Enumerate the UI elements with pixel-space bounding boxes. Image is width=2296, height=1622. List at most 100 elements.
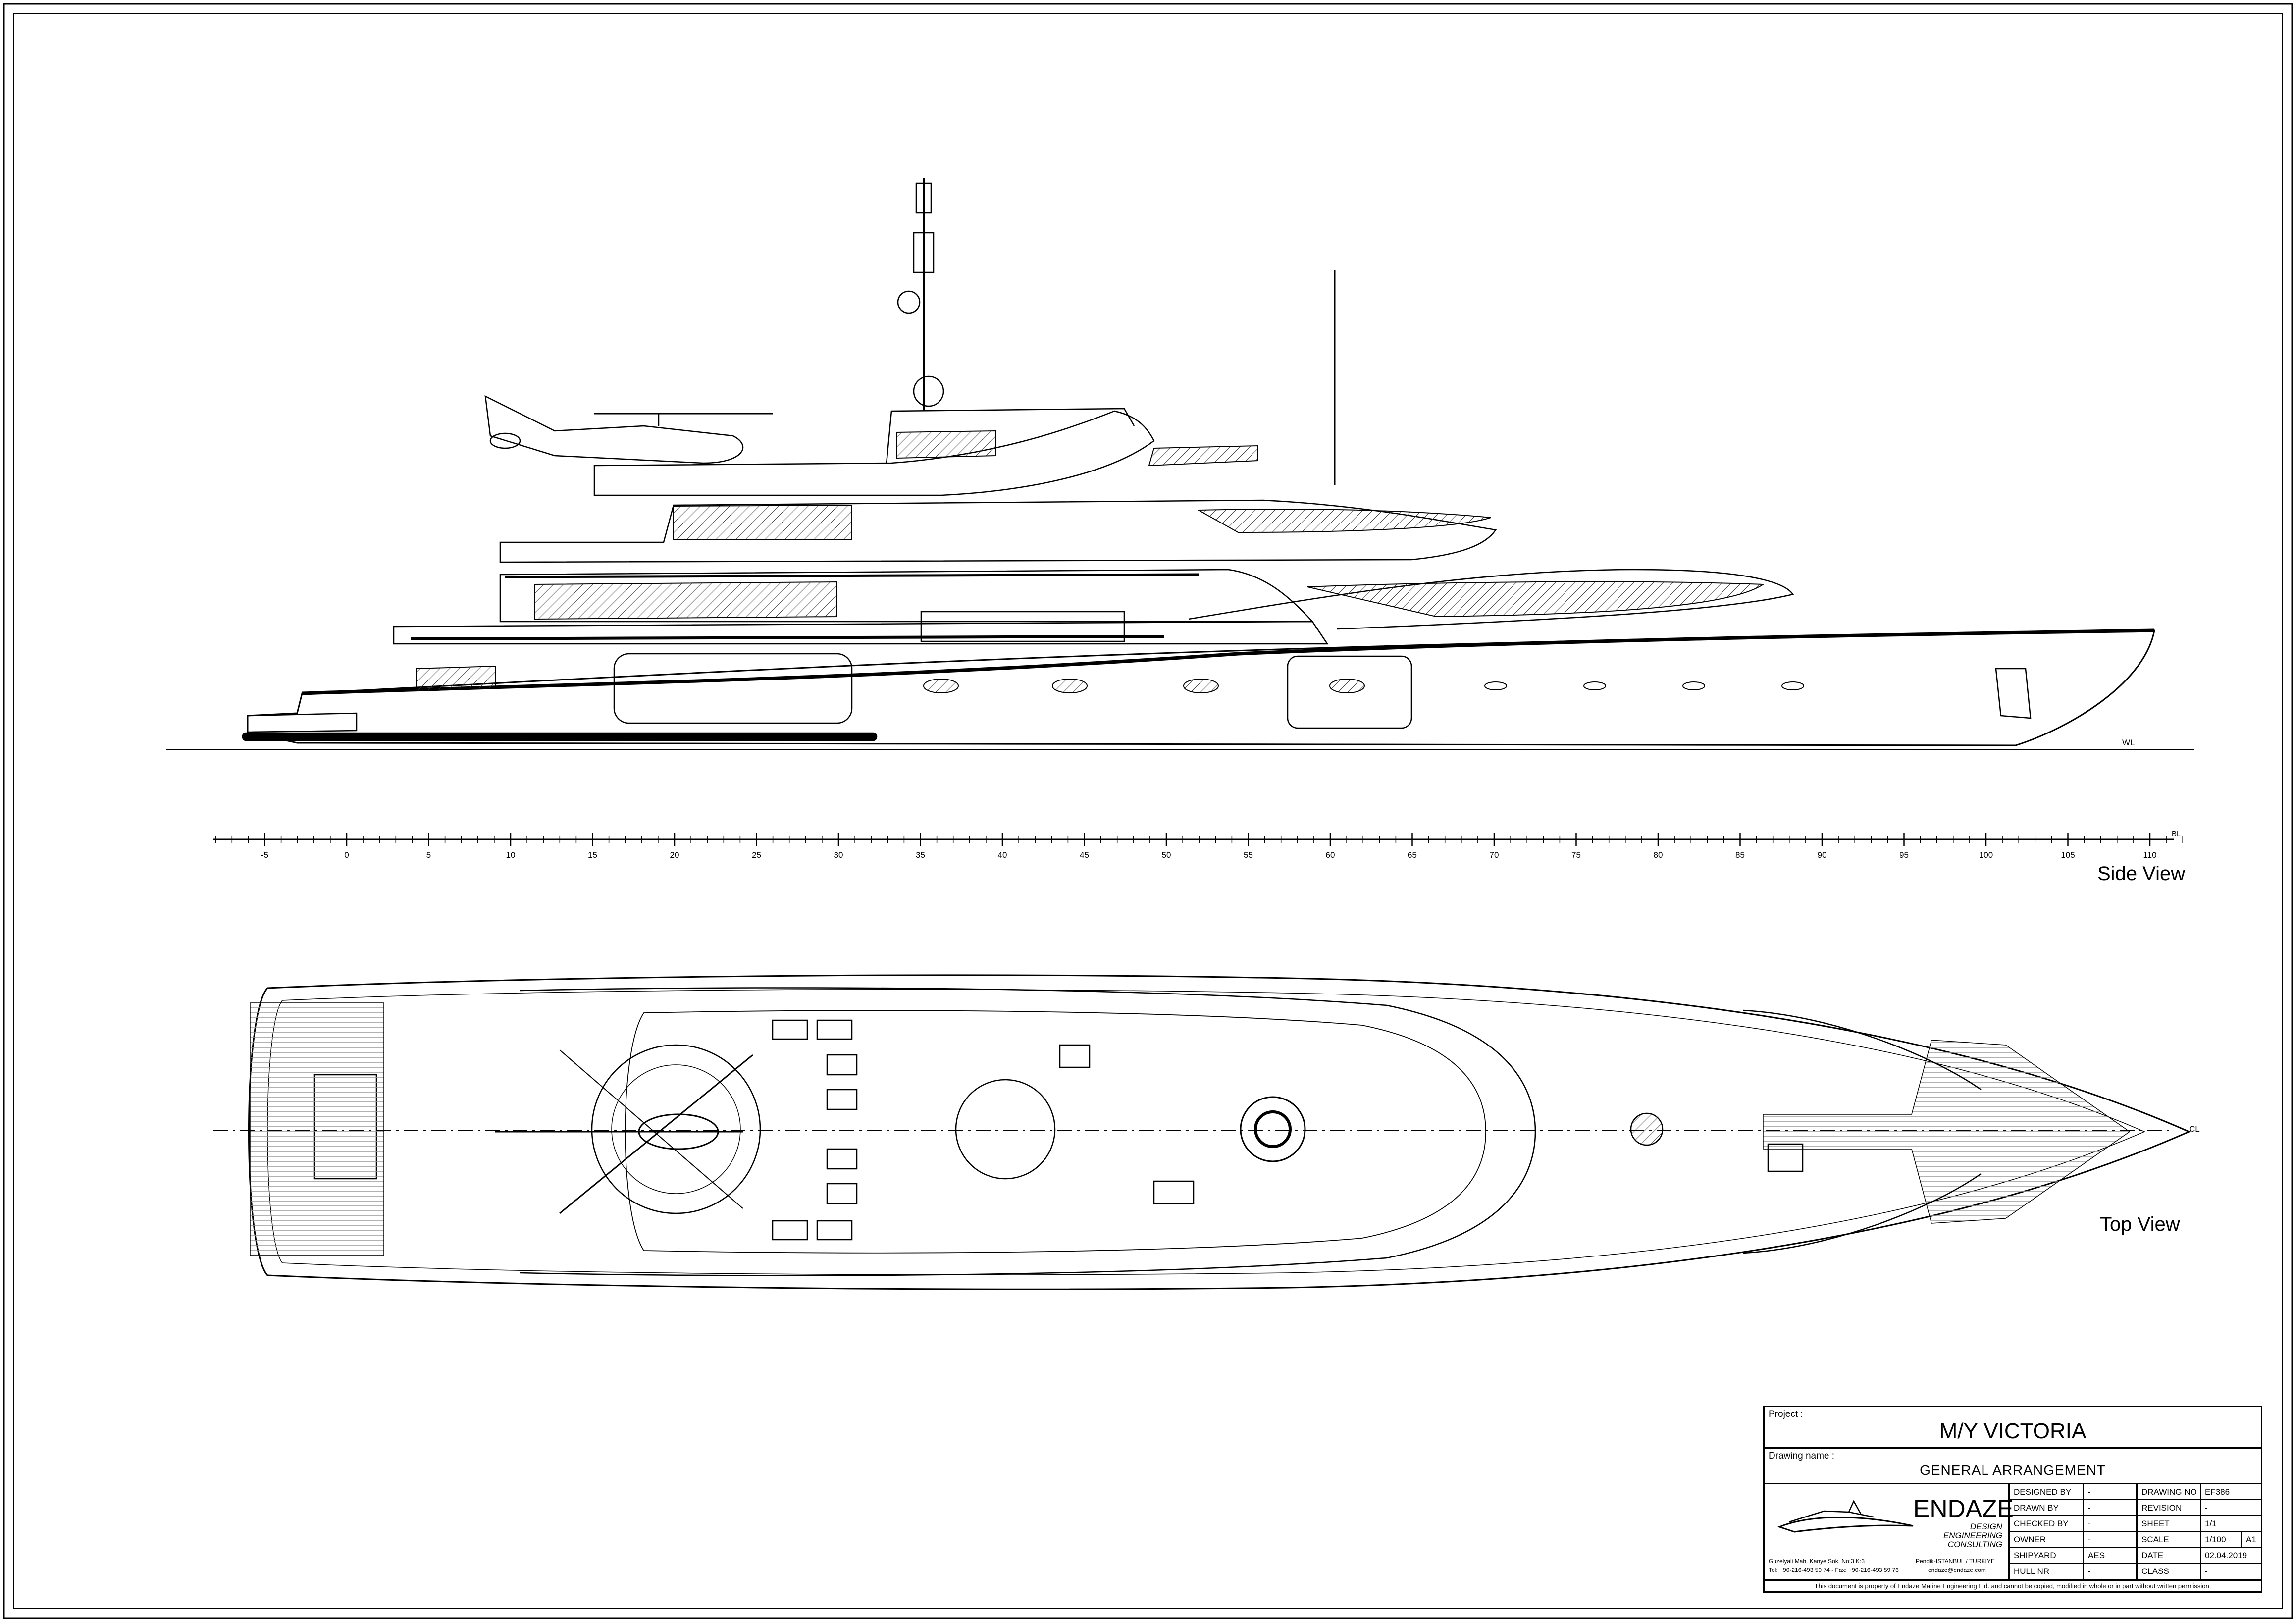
ruler-label: 30 <box>834 850 843 860</box>
lounger-3 <box>772 1220 808 1241</box>
left-label: DESIGNED BY <box>2010 1484 2084 1499</box>
ruler-label: 85 <box>1735 850 1745 860</box>
porthole-6 <box>1583 681 1606 690</box>
right-label: SCALE <box>2138 1532 2201 1547</box>
table <box>1153 1180 1195 1204</box>
ruler-label: 35 <box>916 850 925 860</box>
footer-note: This document is property of Endaze Mari… <box>1814 1582 2211 1590</box>
window-sky <box>896 430 996 459</box>
ruler-label: 10 <box>506 850 516 860</box>
left-label: CHECKED BY <box>2010 1516 2084 1531</box>
ruler-label: 100 <box>1979 850 1993 860</box>
lounger-5 <box>826 1054 858 1076</box>
upper-deck-band <box>505 573 1199 578</box>
porthole-8 <box>1781 681 1804 690</box>
ruler-label: 20 <box>670 850 679 860</box>
ruler-label: 5 <box>426 850 431 860</box>
lounger-1 <box>772 1019 808 1040</box>
ruler-label: 110 <box>2143 850 2156 860</box>
right-label: DRAWING NO <box>2138 1484 2201 1499</box>
hull-outline <box>247 629 2155 746</box>
left-value: - <box>2088 1503 2091 1513</box>
ruler-label: 65 <box>1408 850 1417 860</box>
ruler-label: 50 <box>1162 850 1171 860</box>
helicopter <box>484 395 773 464</box>
project-row: Project : M/Y VICTORIA <box>1765 1407 2261 1449</box>
project-label: Project : <box>1769 1409 1803 1419</box>
foredeck-teak <box>1763 1040 2131 1224</box>
right-value: 02.04.2019 <box>2205 1551 2247 1560</box>
right-row: CLASS- <box>2138 1564 2261 1579</box>
mast-box-mid <box>913 232 935 273</box>
ruler-label: 70 <box>1490 850 1499 860</box>
bow-curve <box>1743 1009 1982 1091</box>
ruler-label: 75 <box>1571 850 1581 860</box>
side-windows <box>416 430 1804 693</box>
top-view-drawing <box>213 974 2191 1290</box>
main-deck <box>393 621 1329 645</box>
address-left-1: Guzelyali Mah. Kanye Sok. No:3 K:3 <box>1769 1558 1865 1565</box>
right-extra: A1 <box>2241 1532 2261 1547</box>
left-value: AES <box>2088 1551 2105 1560</box>
window-forward <box>1307 581 1765 618</box>
porthole-4 <box>1329 679 1365 693</box>
drawing-name-row: Drawing name : GENERAL ARRANGEMENT <box>1765 1449 2261 1484</box>
ruler-label: 25 <box>752 850 761 860</box>
stern-platform <box>247 712 358 733</box>
hatch-box <box>1767 1143 1804 1172</box>
window-lower <box>534 581 837 620</box>
dome <box>1630 1112 1664 1146</box>
left-label: HULL NR <box>2010 1564 2084 1579</box>
project-name: M/Y VICTORIA <box>1939 1419 2087 1443</box>
upper-deck <box>499 569 1314 623</box>
footer-row: This document is property of Endaze Mari… <box>1765 1579 2261 1591</box>
deck-box <box>920 611 1125 642</box>
window-bridge <box>1197 509 1491 533</box>
main-deck-stripe <box>411 635 1164 640</box>
window-lower-2 <box>416 665 496 692</box>
sky-lounge <box>593 410 1155 496</box>
right-value: - <box>2205 1503 2208 1513</box>
lounger-8 <box>826 1183 858 1204</box>
left-value: - <box>2088 1535 2091 1544</box>
window-radar <box>1148 445 1258 467</box>
ruler-label: 95 <box>1899 850 1909 860</box>
left-label: DRAWN BY <box>2010 1500 2084 1515</box>
console <box>1059 1044 1091 1068</box>
porthole-1 <box>923 679 959 693</box>
keel-bar <box>242 732 878 741</box>
bl-label: BL <box>2172 830 2181 838</box>
company-sub-1: DESIGN <box>1970 1522 2002 1531</box>
side-view-title: Side View <box>2097 863 2186 885</box>
ruler-label: -5 <box>261 850 268 860</box>
helipad-inner <box>611 1064 741 1194</box>
left-label: OWNER <box>2010 1532 2084 1547</box>
company-name: ENDAZE <box>1913 1495 2014 1522</box>
left-label: SHIPYARD <box>2010 1548 2084 1563</box>
superstructure-top <box>520 987 1536 1276</box>
ruler-label: 15 <box>588 850 597 860</box>
left-value: - <box>2088 1519 2091 1528</box>
jacuzzi-inner <box>1254 1110 1292 1148</box>
bow-curve-2 <box>1743 1173 1982 1254</box>
ruler-label: 40 <box>998 850 1007 860</box>
bow-anchor <box>1995 668 2032 719</box>
sheer-stripe <box>302 628 2155 695</box>
lounger-4 <box>816 1220 853 1241</box>
company-sub-2: ENGINEERING <box>1943 1531 2002 1540</box>
stern-deck <box>250 1002 384 1256</box>
right-label: SHEET <box>2138 1516 2201 1531</box>
lounger-7 <box>826 1148 858 1170</box>
right-value: EF386 <box>2205 1487 2230 1497</box>
dish <box>955 1079 1056 1180</box>
address-right-1: Pendik-ISTANBUL / TURKIYE <box>1916 1558 1995 1565</box>
left-value: - <box>2088 1487 2091 1497</box>
jacuzzi <box>1240 1096 1306 1162</box>
ruler-label: 105 <box>2061 850 2075 860</box>
radar-top <box>886 408 1135 464</box>
ruler-label: 90 <box>1818 850 1827 860</box>
